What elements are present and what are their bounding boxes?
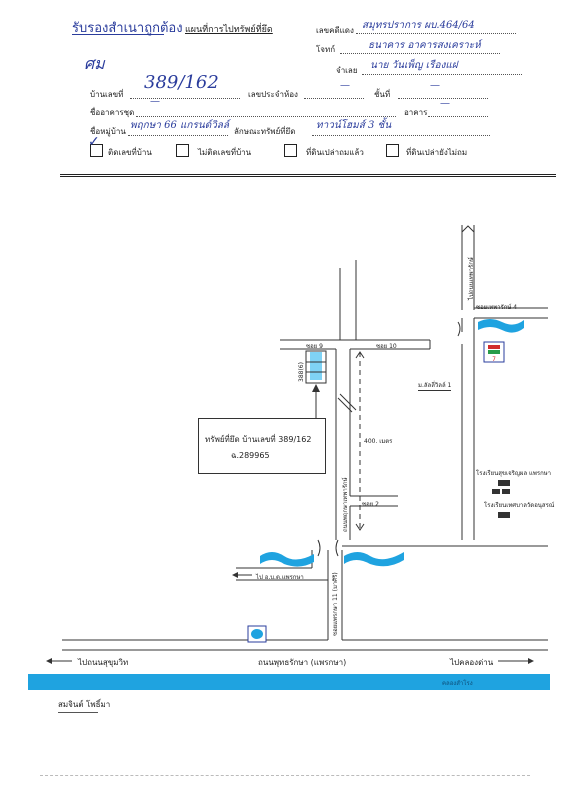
- to-praeksa-label: ไป อ.บ.ต.แพรกษา: [256, 574, 304, 581]
- checkbox-no-house-number[interactable]: [176, 144, 189, 157]
- soi-10-label: ซอย 10: [376, 343, 397, 350]
- road-north-label: ไปถนนเทพารักษ์: [468, 257, 475, 300]
- building-label: อาคาร: [404, 108, 428, 117]
- floor-value: —: [430, 80, 440, 91]
- house-no-value: 389/162: [144, 72, 219, 93]
- property-info-box: ทรัพย์ที่ยึด บ้านเลขที่ 389/162 ฉ.289965: [198, 418, 326, 474]
- defendant-label: จำเลย: [336, 66, 358, 75]
- checkbox-house-number[interactable]: [90, 144, 103, 157]
- school-1-label: โรงเรียนสุขเจริญผล แพรกษา: [476, 470, 552, 477]
- checkbox-unfilled-land[interactable]: [386, 144, 399, 157]
- checkbox-label-unfilled-land: ที่ดินเปล่ายังไม่ถม: [406, 148, 468, 157]
- soi-2-label: ซอย 2: [362, 501, 379, 508]
- building-name-label: ชื่ออาคารชุด: [90, 108, 135, 117]
- checkbox-label-house-number: ติดเลขที่บ้าน: [108, 148, 152, 157]
- village-entry-label: ม.ลัลลี่วิลล์ 1: [418, 382, 452, 391]
- road-to-sukhumvit-label: ไปถนนสุขุมวิท: [78, 658, 129, 667]
- svg-text:7: 7: [492, 356, 496, 363]
- road-to-khlong-label: ไปคลองด่าน: [450, 658, 494, 667]
- school-2-label: โรงเรียนเทศบาลวัดอนุสรณ์: [484, 502, 555, 509]
- property-type-label: ลักษณะทรัพย์ที่ยึด: [234, 127, 296, 136]
- building-value: —: [440, 98, 450, 109]
- canal-label: คลองสำโรง: [442, 680, 473, 687]
- village-value: พฤกษา 66 แกรนด์วิลล์: [130, 120, 230, 131]
- seven-eleven-icon: 7: [483, 341, 505, 363]
- soi-praeksa-111-label: ซอยแพรกษา 11 (มาศิริ): [332, 572, 339, 636]
- room-no-label: เลขประจำห้อง: [248, 90, 298, 99]
- village-label: ชื่อหมู่บ้าน: [90, 127, 126, 136]
- plaintiff-value: ธนาคาร อาคารสงเคราะห์: [368, 40, 481, 51]
- property-box-line1: ทรัพย์ที่ยึด บ้านเลขที่ 389/162: [205, 435, 312, 444]
- checkbox-filled-land[interactable]: [284, 144, 297, 157]
- room-no-value: —: [340, 80, 350, 91]
- property-type-value: ทาวน์โฮมส์ 3 ชั้น: [316, 120, 392, 131]
- property-box-line2: ฉ.289965: [231, 451, 270, 460]
- stamp-underline: [72, 34, 164, 35]
- floor-label: ชั้นที่: [374, 90, 391, 99]
- main-road-label: ถนนพุทธรักษา (แพรกษา): [258, 658, 347, 667]
- soi-teparak-4-label: ซอยเทพารักษ์ 4: [476, 304, 518, 311]
- certified-stamp: รับรองสำเนาถูกต้อง: [72, 21, 183, 36]
- checkbox-label-filled-land: ที่ดินเปล่าถมแล้ว: [306, 148, 364, 157]
- street-village-label: ถนนพฤกษาเทพารักษ์: [342, 477, 349, 532]
- footer-divider: [40, 775, 530, 776]
- plaintiff-label: โจทก์: [316, 45, 336, 54]
- check-mark-icon: ✓: [88, 134, 100, 150]
- bank-logo-icon: [247, 625, 267, 643]
- map-title: แผนที่การไปทรัพย์ที่ยึด: [185, 25, 273, 35]
- case-no-label: เลขคดีแดง: [316, 26, 354, 35]
- house-no-label: บ้านเลขที่: [90, 90, 124, 99]
- building-name-value: —: [150, 96, 160, 107]
- soi-9-label: ซอย 9: [306, 343, 323, 350]
- plot-label: 388(6): [298, 362, 305, 382]
- surveyor-name: สมจินต์ โพธิ์มา: [58, 700, 111, 709]
- case-no-value: สมุทรปราการ ผบ.464/64: [362, 20, 475, 31]
- section-divider: [60, 174, 556, 175]
- distance-label: 400. เมตร: [364, 438, 393, 445]
- defendant-value: นาย วันเพ็ญ เรืองแฝ: [370, 60, 458, 71]
- signature-initials: ศม: [84, 54, 105, 73]
- school-icon: [492, 480, 510, 518]
- checkbox-label-no-house-number: ไม่ติดเลขที่บ้าน: [198, 148, 252, 157]
